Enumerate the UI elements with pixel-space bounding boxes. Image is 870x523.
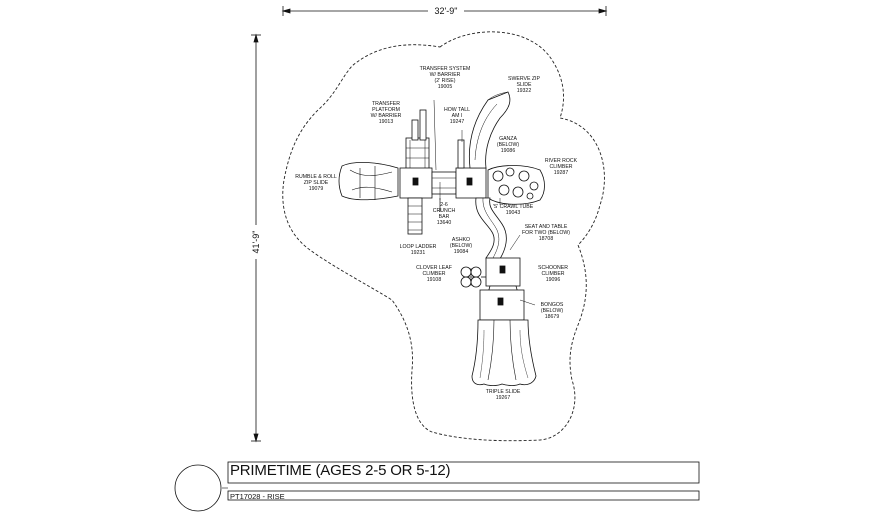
label-ganza: GANZA(BELOW)19086 [497, 136, 519, 154]
label-line: TRIPLE SLIDE [486, 389, 521, 395]
label-line: 18708 [539, 236, 554, 242]
transfer-platform-shape [405, 137, 430, 171]
label-line: (BELOW) [497, 142, 519, 148]
height-dimension-label: 41'-9" [251, 231, 261, 254]
safety-zone-outline [282, 31, 605, 442]
label-line: BAR [439, 214, 450, 220]
label-line: CRUNCH [433, 208, 456, 214]
label-line: FOR TWO (BELOW) [522, 230, 570, 236]
deck-left [399, 167, 433, 199]
label-line: RIVER ROCK [545, 158, 578, 164]
swerve-slide-shape [468, 91, 511, 169]
label-line: SLIDE [517, 82, 533, 88]
label-line: 13640 [437, 220, 452, 226]
label-line: W/ BARRIER [371, 113, 402, 119]
label-line: 19013 [379, 119, 394, 125]
label-line: SEAT AND TABLE [525, 224, 568, 230]
label-line: CLIMBER [549, 164, 572, 170]
title-box [227, 461, 700, 484]
play-structure [338, 91, 545, 386]
label-line: 19108 [427, 277, 442, 283]
plan-subtitle: PT17028 - RISE [230, 492, 285, 501]
label-line: ASHKO [452, 237, 470, 243]
loop-ladder-shape [407, 197, 423, 235]
label-line: LOOP LADDER [400, 244, 437, 250]
label-line: 19322 [517, 88, 532, 94]
label-line: TRANSFER [372, 101, 400, 107]
label-ashko: ASHKO(BELOW)19084 [450, 237, 472, 255]
label-line: CLIMBER [541, 271, 564, 277]
label-line: BONGOS [541, 302, 564, 308]
label-line: (BELOW) [450, 243, 472, 249]
subtitle-box [227, 490, 700, 501]
triple-slide-shape [471, 319, 537, 386]
label-line: ZIP SLIDE [304, 180, 329, 186]
label-line: 2-6 [440, 202, 448, 208]
label-line: CLOVER LEAF [416, 265, 452, 271]
title-block-circle [174, 464, 222, 512]
label-line: 19287 [554, 170, 569, 176]
label-line: W/ BARRIER [430, 72, 461, 78]
label-line: 19267 [496, 395, 511, 401]
label-line: 19005 [438, 84, 453, 90]
label-line: 19043 [506, 210, 521, 216]
label-line: PLATFORM [372, 107, 400, 113]
label-line: 19247 [450, 119, 465, 125]
label-line: 19086 [501, 148, 516, 154]
plan-title: PRIMETIME (AGES 2-5 OR 5-12) [230, 462, 451, 479]
label-line: CLIMBER [422, 271, 445, 277]
label-line: GANZA [499, 136, 517, 142]
label-line: 19084 [454, 249, 469, 255]
label-line: (BELOW) [541, 308, 563, 314]
label-line: 19079 [309, 186, 324, 192]
label-line: HOW TALL [444, 107, 470, 113]
leader-lines [433, 99, 536, 306]
label-line: RUMBLE & ROLL [295, 174, 337, 180]
clover-leaf-shape [460, 266, 486, 288]
label-line: 'S' CRAWL TUBE [493, 204, 534, 210]
rumble-roll-slide-shape [338, 162, 399, 201]
label-line: 19096 [546, 277, 561, 283]
label-line: SWERVE ZIP [508, 76, 540, 82]
label-bongos: BONGOS(BELOW)18679 [541, 302, 564, 320]
label-line: TRANSFER SYSTEM [420, 66, 471, 72]
title-block [174, 461, 700, 512]
label-line: (2' RISE) [435, 78, 456, 84]
label-line: 19231 [411, 250, 426, 256]
label-line: SCHOONER [538, 265, 568, 271]
width-dimension-label: 32'-9" [435, 6, 458, 16]
label-line: 18679 [545, 314, 560, 320]
label-line: AM I [452, 113, 463, 119]
